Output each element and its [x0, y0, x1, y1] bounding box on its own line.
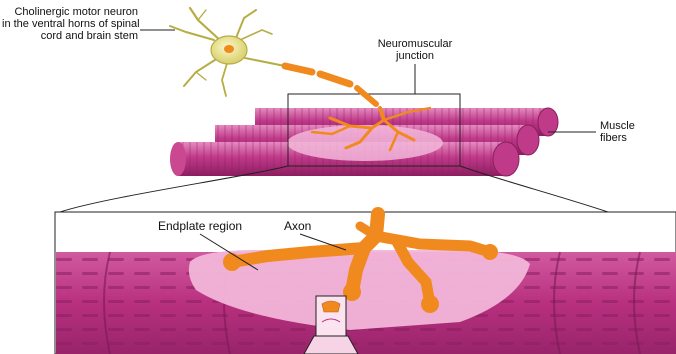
neuron-label-line-2: in the ventral horns of spinal	[2, 18, 138, 30]
terminal-bouton-far-right	[482, 244, 498, 260]
fibers-label: Muscle fibers	[600, 120, 635, 144]
terminal-bouton-left	[223, 253, 241, 271]
synapse-detail-stem	[304, 336, 358, 354]
junction-label: Neuromuscular junction	[370, 38, 460, 62]
junction-label-line-2: junction	[370, 50, 460, 62]
junction-label-line-1: Neuromuscular	[370, 38, 460, 50]
fibers-label-line-1: Muscle	[600, 120, 635, 132]
fibers-label-line-2: fibers	[600, 132, 635, 144]
zoom-line-right	[460, 166, 608, 212]
neuron-label: Cholinergic motor neuron in the ventral …	[2, 6, 138, 42]
axon-label: Axon	[284, 220, 311, 232]
neuron-label-line-3: cord and brain stem	[2, 30, 138, 42]
endplate-label: Endplate region	[158, 220, 242, 232]
neuron-nucleus	[224, 45, 234, 53]
neuron-label-line-1: Cholinergic motor neuron	[2, 6, 138, 18]
endplate-region-small	[287, 125, 443, 161]
terminal-bouton-right	[421, 295, 439, 313]
